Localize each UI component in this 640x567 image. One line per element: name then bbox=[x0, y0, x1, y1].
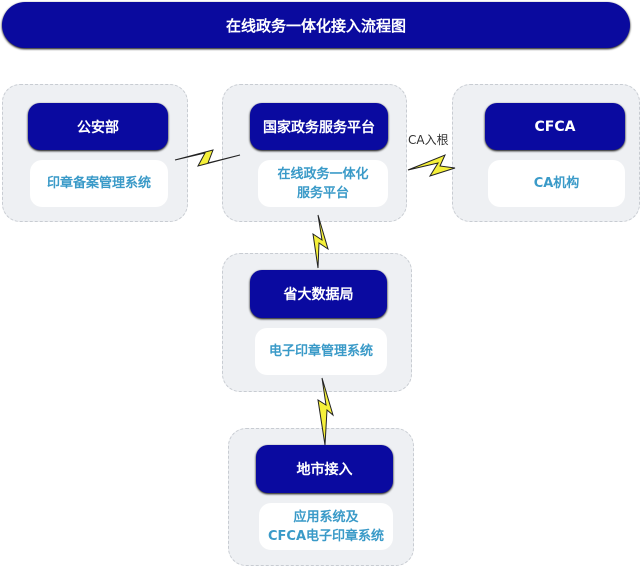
national-system: 在线政务一体化 服务平台 bbox=[258, 160, 388, 207]
lightning-bolt-icon bbox=[407, 154, 456, 177]
police-system: 印章备案管理系统 bbox=[30, 160, 168, 207]
police-header: 公安部 bbox=[28, 103, 168, 150]
city-system-line2: CFCA电子印章系统 bbox=[267, 528, 385, 544]
city-header: 地市接入 bbox=[256, 445, 393, 493]
diagram-title: 在线政务一体化接入流程图 bbox=[2, 2, 630, 48]
province-system: 电子印章管理系统 bbox=[255, 328, 387, 375]
city-system: 应用系统及 CFCA电子印章系统 bbox=[259, 503, 393, 550]
cfca-system: CA机构 bbox=[488, 160, 625, 207]
cfca-header: CFCA bbox=[485, 103, 625, 150]
ca-root-label: CA入根 bbox=[408, 133, 449, 147]
lightning-bolt-icon bbox=[174, 149, 241, 167]
lightning-bolt-icon bbox=[317, 377, 334, 446]
national-header: 国家政务服务平台 bbox=[250, 103, 388, 150]
lightning-bolt-icon bbox=[312, 214, 329, 269]
national-system-line1: 在线政务一体化 bbox=[277, 166, 369, 182]
province-header: 省大数据局 bbox=[250, 270, 387, 318]
city-system-line1: 应用系统及 bbox=[293, 509, 359, 525]
national-system-line2: 服务平台 bbox=[296, 185, 349, 201]
